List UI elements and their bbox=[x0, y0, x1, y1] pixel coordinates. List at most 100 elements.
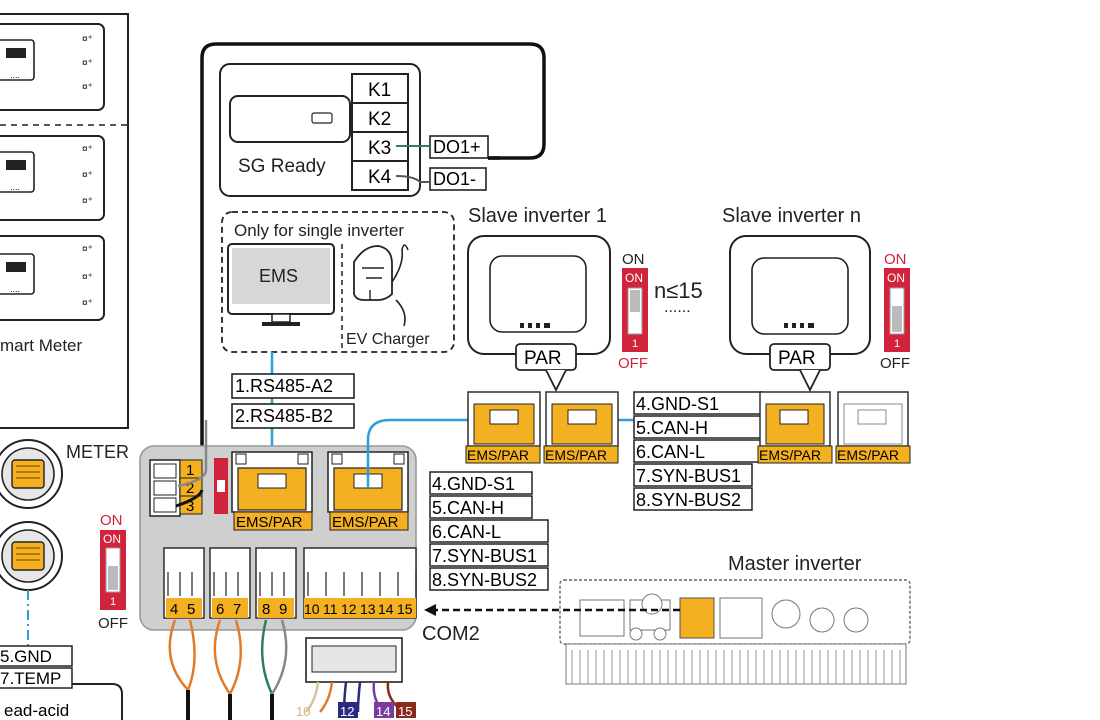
slave-inverter-n: Slave inverter n PAR bbox=[722, 205, 871, 393]
svg-text:¤⁺: ¤⁺ bbox=[82, 298, 93, 309]
do1-minus-label: DO1- bbox=[433, 169, 476, 189]
sg-ready-device: SG Ready K1 K2 K3 K4 DO1+ DO1- bbox=[219, 63, 489, 197]
k1-label: K1 bbox=[368, 80, 391, 101]
dip-switch-master: ON ON 1 OFF bbox=[98, 512, 128, 632]
master-inverter-label: Master inverter bbox=[728, 553, 862, 575]
slave-can-l: 6.CAN-L bbox=[636, 442, 705, 462]
meter-device: .... ¤⁺ ¤⁺ ¤⁺ bbox=[0, 135, 105, 221]
tb-15: 15 bbox=[397, 601, 413, 617]
svg-text:¤⁺: ¤⁺ bbox=[82, 144, 93, 155]
com2-label: COM2 bbox=[422, 623, 480, 645]
par-cable-master bbox=[366, 418, 518, 488]
tb-13: 13 bbox=[360, 601, 376, 617]
smart-meter-label: mart Meter bbox=[0, 336, 83, 355]
ems-label: EMS bbox=[259, 266, 298, 286]
svg-text:¤⁺: ¤⁺ bbox=[82, 34, 93, 45]
slaven-port-a-label: EMS/PAR bbox=[759, 447, 821, 463]
single-inverter-caption: Only for single inverter bbox=[234, 221, 404, 240]
pin2: 2 bbox=[186, 480, 194, 497]
tb-6: 6 bbox=[216, 601, 224, 618]
slave-syn-bus2: 8.SYN-BUS2 bbox=[636, 490, 741, 510]
bms-pin-labels: 5.GND 7.TEMP ead-acid bbox=[0, 645, 123, 720]
slave1-title: Slave inverter 1 bbox=[468, 205, 607, 227]
slave1-dip-num: 1 bbox=[632, 338, 638, 350]
slaven-par-label: PAR bbox=[778, 348, 816, 369]
pin-15: 15 bbox=[398, 704, 412, 719]
tb-11: 11 bbox=[323, 601, 338, 617]
do-cable bbox=[200, 42, 546, 490]
slave1-dip-off: OFF bbox=[618, 355, 648, 372]
can-gnd-label: 4.GND-S1 bbox=[432, 474, 515, 494]
syn-bus2-label: 8.SYN-BUS2 bbox=[432, 570, 537, 590]
svg-text:....: .... bbox=[10, 284, 20, 294]
tb-12: 12 bbox=[341, 601, 357, 617]
slave-can-labels: 4.GND-S1 5.CAN-H 6.CAN-L 7.SYN-BUS1 8.SY… bbox=[633, 391, 763, 511]
do1-plus-label: DO1+ bbox=[433, 137, 481, 157]
slaven-port-b-label: EMS/PAR bbox=[837, 447, 899, 463]
rs485-b2-label: 2.RS485-B2 bbox=[235, 406, 333, 426]
tb-10: 10 bbox=[304, 601, 320, 617]
rs485-labels: 1.RS485-A2 2.RS485-B2 bbox=[231, 373, 355, 429]
smart-meter-panel: .... ¤⁺ ¤⁺ ¤⁺ .... ¤⁺ ¤⁺ ¤⁺ .... ¤⁺ ¤⁺ ¤… bbox=[0, 13, 129, 429]
slave1-ports: EMS/PAR EMS/PAR bbox=[465, 391, 619, 464]
gnd-label: 5.GND bbox=[0, 647, 52, 666]
dip-num: 1 bbox=[110, 596, 116, 608]
dip-off-label: OFF bbox=[98, 615, 128, 632]
pin-14: 14 bbox=[376, 704, 390, 719]
syn-bus1-label: 7.SYN-BUS1 bbox=[432, 546, 537, 566]
svg-text:¤⁺: ¤⁺ bbox=[82, 58, 93, 69]
pin-10: 10 bbox=[296, 704, 310, 719]
ellipsis: ...... bbox=[664, 299, 691, 316]
svg-text:¤⁺: ¤⁺ bbox=[82, 170, 93, 181]
dip-switch-slave1: ON ON 1 OFF bbox=[618, 251, 648, 372]
tb-7: 7 bbox=[233, 601, 241, 618]
tb-4: 4 bbox=[170, 601, 178, 618]
slave1-port-b-label: EMS/PAR bbox=[545, 447, 607, 463]
slave-can-h: 5.CAN-H bbox=[636, 418, 708, 438]
svg-text:¤⁺: ¤⁺ bbox=[82, 272, 93, 283]
slave1-dip-on-inner: ON bbox=[625, 271, 643, 285]
slave1-port-a-label: EMS/PAR bbox=[467, 447, 529, 463]
k3-label: K3 bbox=[368, 138, 391, 159]
pin-12: 12 bbox=[340, 704, 354, 719]
slaven-title: Slave inverter n bbox=[722, 205, 861, 227]
k2-label: K2 bbox=[368, 109, 391, 130]
meter-device: .... ¤⁺ ¤⁺ ¤⁺ bbox=[0, 235, 105, 321]
svg-text:....: .... bbox=[10, 182, 20, 192]
k4-label: K4 bbox=[368, 167, 392, 188]
n-limit-label: n≤15 bbox=[654, 278, 703, 303]
slave-inverter-1: Slave inverter 1 PAR bbox=[467, 205, 611, 393]
svg-text:¤⁺: ¤⁺ bbox=[82, 196, 93, 207]
temp-label: 7.TEMP bbox=[0, 669, 61, 688]
master-inverter: Master inverter bbox=[559, 553, 911, 685]
tb-14: 14 bbox=[378, 601, 394, 617]
com2-panel: 1 2 3 EMS/PAR EMS/PAR 4 5 6 7 8 9 10 bbox=[139, 445, 417, 631]
slaven-dip-num: 1 bbox=[894, 338, 900, 350]
ev-charger-label: EV Charger bbox=[346, 331, 430, 348]
slave-syn-bus1: 7.SYN-BUS1 bbox=[636, 466, 741, 486]
slaven-dip-off: OFF bbox=[880, 355, 910, 372]
svg-text:¤⁺: ¤⁺ bbox=[82, 244, 93, 255]
meter-device: .... ¤⁺ ¤⁺ ¤⁺ bbox=[0, 23, 105, 111]
can-l-label: 6.CAN-L bbox=[432, 522, 501, 542]
meter-connector: METER bbox=[0, 439, 129, 509]
single-inverter-box: Only for single inverter EMS EV Charger bbox=[221, 211, 455, 353]
bms-connector bbox=[0, 521, 63, 591]
bottom-plug: 10 12 14 15 bbox=[296, 637, 416, 719]
dip-on-inner: ON bbox=[103, 532, 121, 546]
master-can-labels: 4.GND-S1 5.CAN-H 6.CAN-L 7.SYN-BUS1 8.SY… bbox=[429, 471, 549, 591]
sg-ready-label: SG Ready bbox=[238, 156, 326, 177]
slaven-ports: EMS/PAR EMS/PAR bbox=[757, 391, 911, 464]
svg-text:....: .... bbox=[10, 70, 20, 80]
tb-5: 5 bbox=[187, 601, 195, 618]
dip-switch-slaven: ON ON 1 OFF bbox=[880, 251, 910, 372]
pin1: 1 bbox=[186, 462, 194, 479]
slaven-dip-on: ON bbox=[884, 251, 907, 268]
slave-can-gnd: 4.GND-S1 bbox=[636, 394, 719, 414]
tb-8: 8 bbox=[262, 601, 270, 618]
rs485-a2-label: 1.RS485-A2 bbox=[235, 376, 333, 396]
meter-label: METER bbox=[66, 442, 129, 462]
tb-9: 9 bbox=[279, 601, 287, 618]
slave1-dip-on: ON bbox=[622, 251, 645, 268]
